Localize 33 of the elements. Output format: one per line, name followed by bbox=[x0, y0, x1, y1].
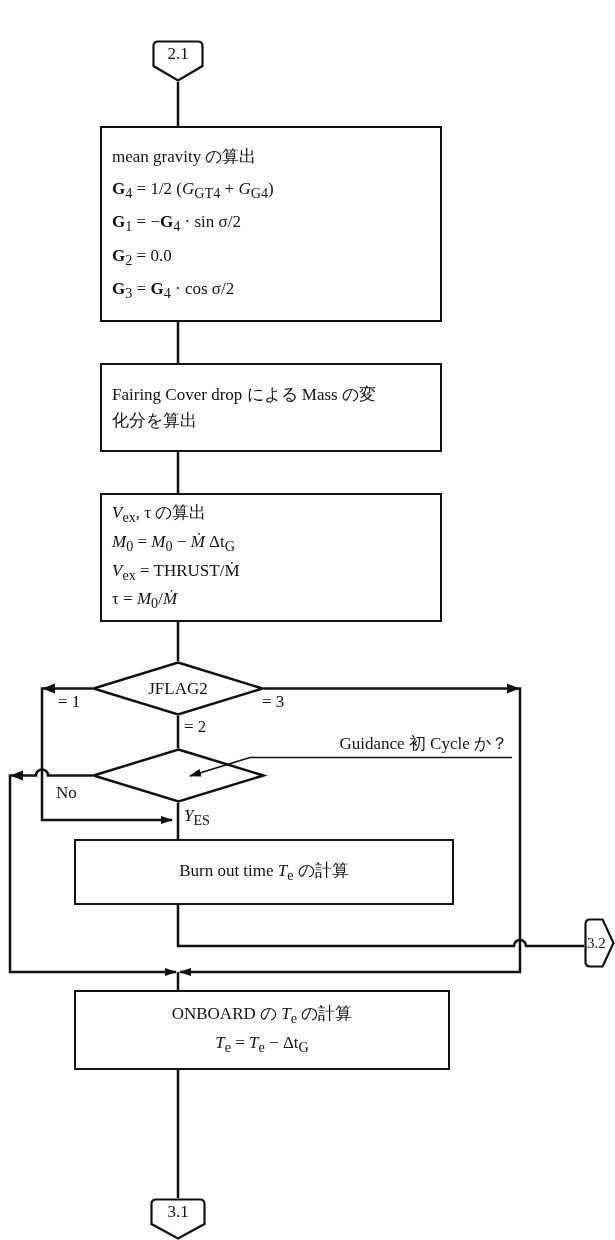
process-box bbox=[74, 990, 450, 1070]
box-text: ONBOARD の T$_{e}$ の計算 bbox=[170, 1003, 354, 1029]
edge-label: Y$_{ES}$ bbox=[184, 806, 210, 830]
connector-label: 3.1 bbox=[167, 1202, 189, 1222]
process-box bbox=[74, 839, 454, 905]
edge-label: = 3 bbox=[262, 692, 285, 712]
process-box bbox=[100, 493, 442, 622]
formula-text: T$_{e}$ = T$_{e}$ − Δt$_{G}$ bbox=[214, 1032, 310, 1058]
decision-diamond bbox=[92, 661, 264, 716]
box-text: Burn out time T$_{e}$ の計算 bbox=[178, 859, 350, 886]
process-box bbox=[100, 363, 442, 452]
edge-label: = 1 bbox=[58, 692, 81, 712]
formula-text: V$_{ex}$ = THRUST/Ṁ bbox=[112, 559, 241, 585]
off-page-connector bbox=[150, 1198, 206, 1240]
formula-text: G$_{1}$ = −G$_{4}$ · sin σ/2 bbox=[112, 211, 242, 237]
box-text: mean gravity の算出 bbox=[112, 146, 258, 169]
box-text: Fairing Cover drop による Mass の変化分を算出 bbox=[112, 384, 377, 432]
edge-label: No bbox=[56, 783, 77, 803]
off-page-connector bbox=[584, 918, 615, 968]
formula-text: G$_{2}$ = 0.0 bbox=[112, 244, 173, 271]
formula-text: G$_{3}$ = G$_{4}$ · cos σ/2 bbox=[112, 278, 236, 304]
box-text: V$_{ex}$, τ の算出 bbox=[112, 502, 208, 528]
decision-diamond bbox=[92, 748, 265, 803]
connector-label: 2.1 bbox=[167, 44, 189, 64]
formula-text: G$_{4}$ = 1/2 (G$_{GT4}$ + G$_{G4}$) bbox=[112, 177, 275, 203]
connector-label: 3.2 bbox=[587, 934, 606, 952]
formula-text: M$_{0}$ = M$_{0}$ − Ṁ Δt$_{G}$ bbox=[112, 530, 236, 557]
decision-text: JFLAG2 bbox=[148, 678, 208, 699]
edge-label: = 2 bbox=[184, 717, 207, 737]
formula-text: τ = M$_{0}$/Ṁ bbox=[112, 588, 179, 614]
process-box bbox=[100, 126, 442, 322]
note-text: Guidance 初 Cycle か？ bbox=[339, 733, 508, 755]
off-page-connector bbox=[152, 40, 204, 82]
